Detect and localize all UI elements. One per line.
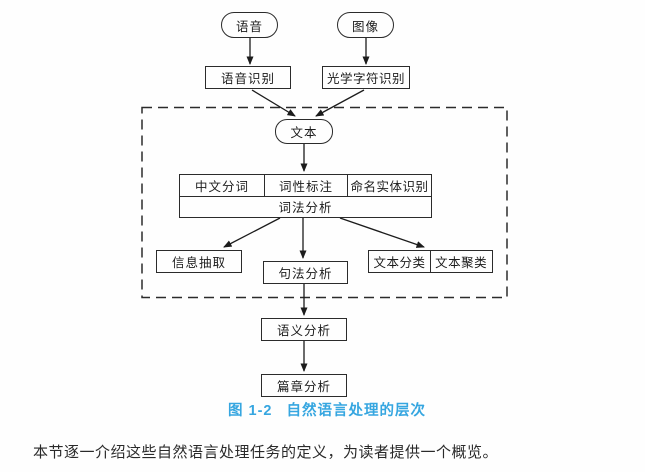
node-information-extraction: 信息抽取: [156, 250, 242, 273]
node-image: 图像: [337, 12, 394, 38]
node-ocr: 光学字符识别: [322, 66, 410, 89]
node-syntactic-analysis: 句法分析: [263, 261, 348, 284]
node-word-segmentation: 中文分词: [194, 179, 249, 194]
node-speech: 语音: [221, 12, 278, 38]
arrow-ocr-to-text: [315, 89, 365, 117]
node-text-clustering: 文本聚类: [429, 250, 493, 273]
lexical-sub-tasks-row: 中文分词 词性标注 命名实体识别: [180, 175, 431, 196]
arrow-lexical-to-information-extraction: [223, 217, 281, 248]
node-lexical-analysis: 词法分析: [180, 195, 431, 218]
dashed-boundary: [141, 106, 508, 299]
figure-caption-title: 自然语言处理的层次: [286, 403, 426, 419]
figure-caption: 图 1-2 自然语言处理的层次: [127, 399, 527, 420]
node-text-classification: 文本分类: [368, 250, 431, 273]
node-discourse-analysis: 篇章分析: [261, 374, 347, 397]
figure-caption-number: 图 1-2: [228, 403, 273, 419]
node-pos-tagging: 词性标注: [264, 175, 348, 196]
node-text: 文本: [275, 119, 333, 144]
lexical-analysis-table: 中文分词 词性标注 命名实体识别 词法分析: [179, 174, 432, 218]
node-speech-recognition: 语音识别: [205, 66, 291, 89]
body-paragraph: 本节逐一介绍这些自然语言处理任务的定义，为读者提供一个概览。: [33, 445, 499, 461]
node-ner: 命名实体识别: [350, 179, 429, 194]
node-semantic-analysis: 语义分析: [261, 318, 347, 341]
arrow-speech-recognition-to-text: [251, 89, 296, 117]
arrow-lexical-to-text-classification: [339, 217, 425, 248]
